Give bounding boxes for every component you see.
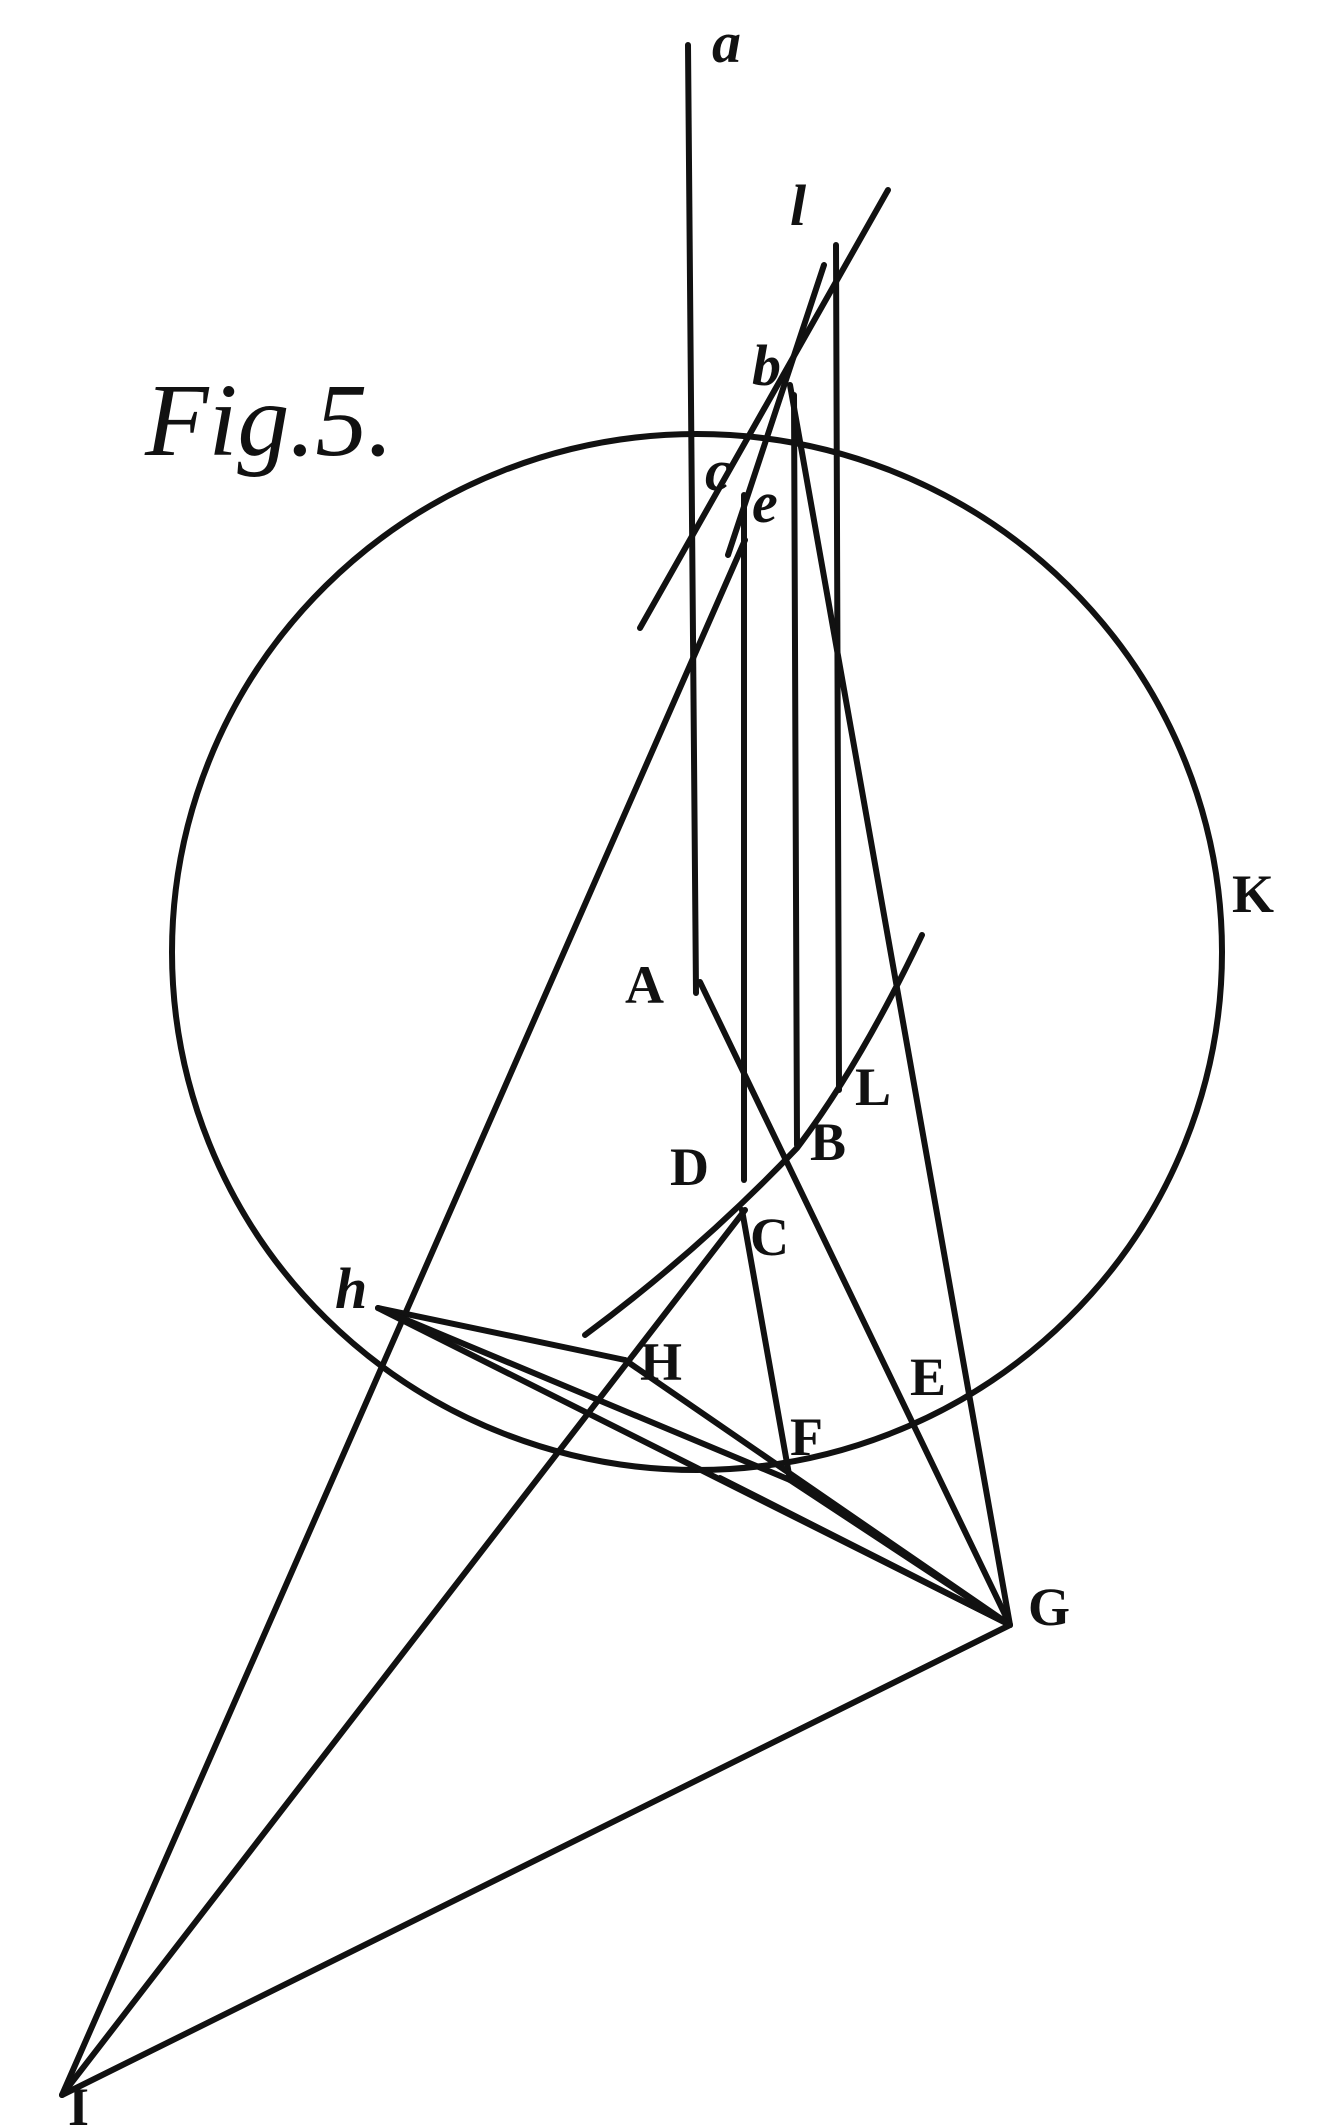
- label-l: l: [790, 173, 807, 238]
- label-F: F: [790, 1407, 823, 1467]
- ray-a: [685, 42, 699, 996]
- line-slant-b: [725, 262, 827, 558]
- line-C-F: [739, 1207, 793, 1483]
- label-I: I: [68, 2077, 89, 2127]
- label-a: a: [712, 10, 741, 75]
- line-b-B: [791, 392, 800, 1148]
- label-E: E: [910, 1347, 946, 1407]
- label-B: B: [810, 1112, 846, 1172]
- label-b: b: [752, 333, 781, 398]
- line-C-I: [59, 1207, 748, 2098]
- label-H: H: [640, 1332, 682, 1392]
- figure-title: Fig.5.: [144, 363, 393, 478]
- label-D: D: [670, 1137, 709, 1197]
- label-L: L: [855, 1057, 891, 1117]
- line-b-G: [787, 382, 1013, 1628]
- label-c-top: c: [705, 438, 731, 503]
- line-h-H: [375, 1305, 628, 1363]
- label-h: h: [335, 1256, 367, 1321]
- label-K: K: [1232, 864, 1274, 924]
- line-F-G-2: [787, 1477, 1013, 1628]
- line-G-I: [59, 1622, 1013, 2098]
- label-A: A: [625, 955, 664, 1015]
- line-A-G: [697, 979, 1013, 1628]
- label-e: e: [752, 470, 778, 535]
- line-slant-l: [637, 187, 891, 631]
- label-G: G: [1028, 1577, 1070, 1637]
- line-h-F: [375, 1305, 793, 1483]
- line-F-G: [717, 1475, 1013, 1628]
- curve-L-C: [582, 932, 925, 1338]
- label-C: C: [750, 1207, 789, 1267]
